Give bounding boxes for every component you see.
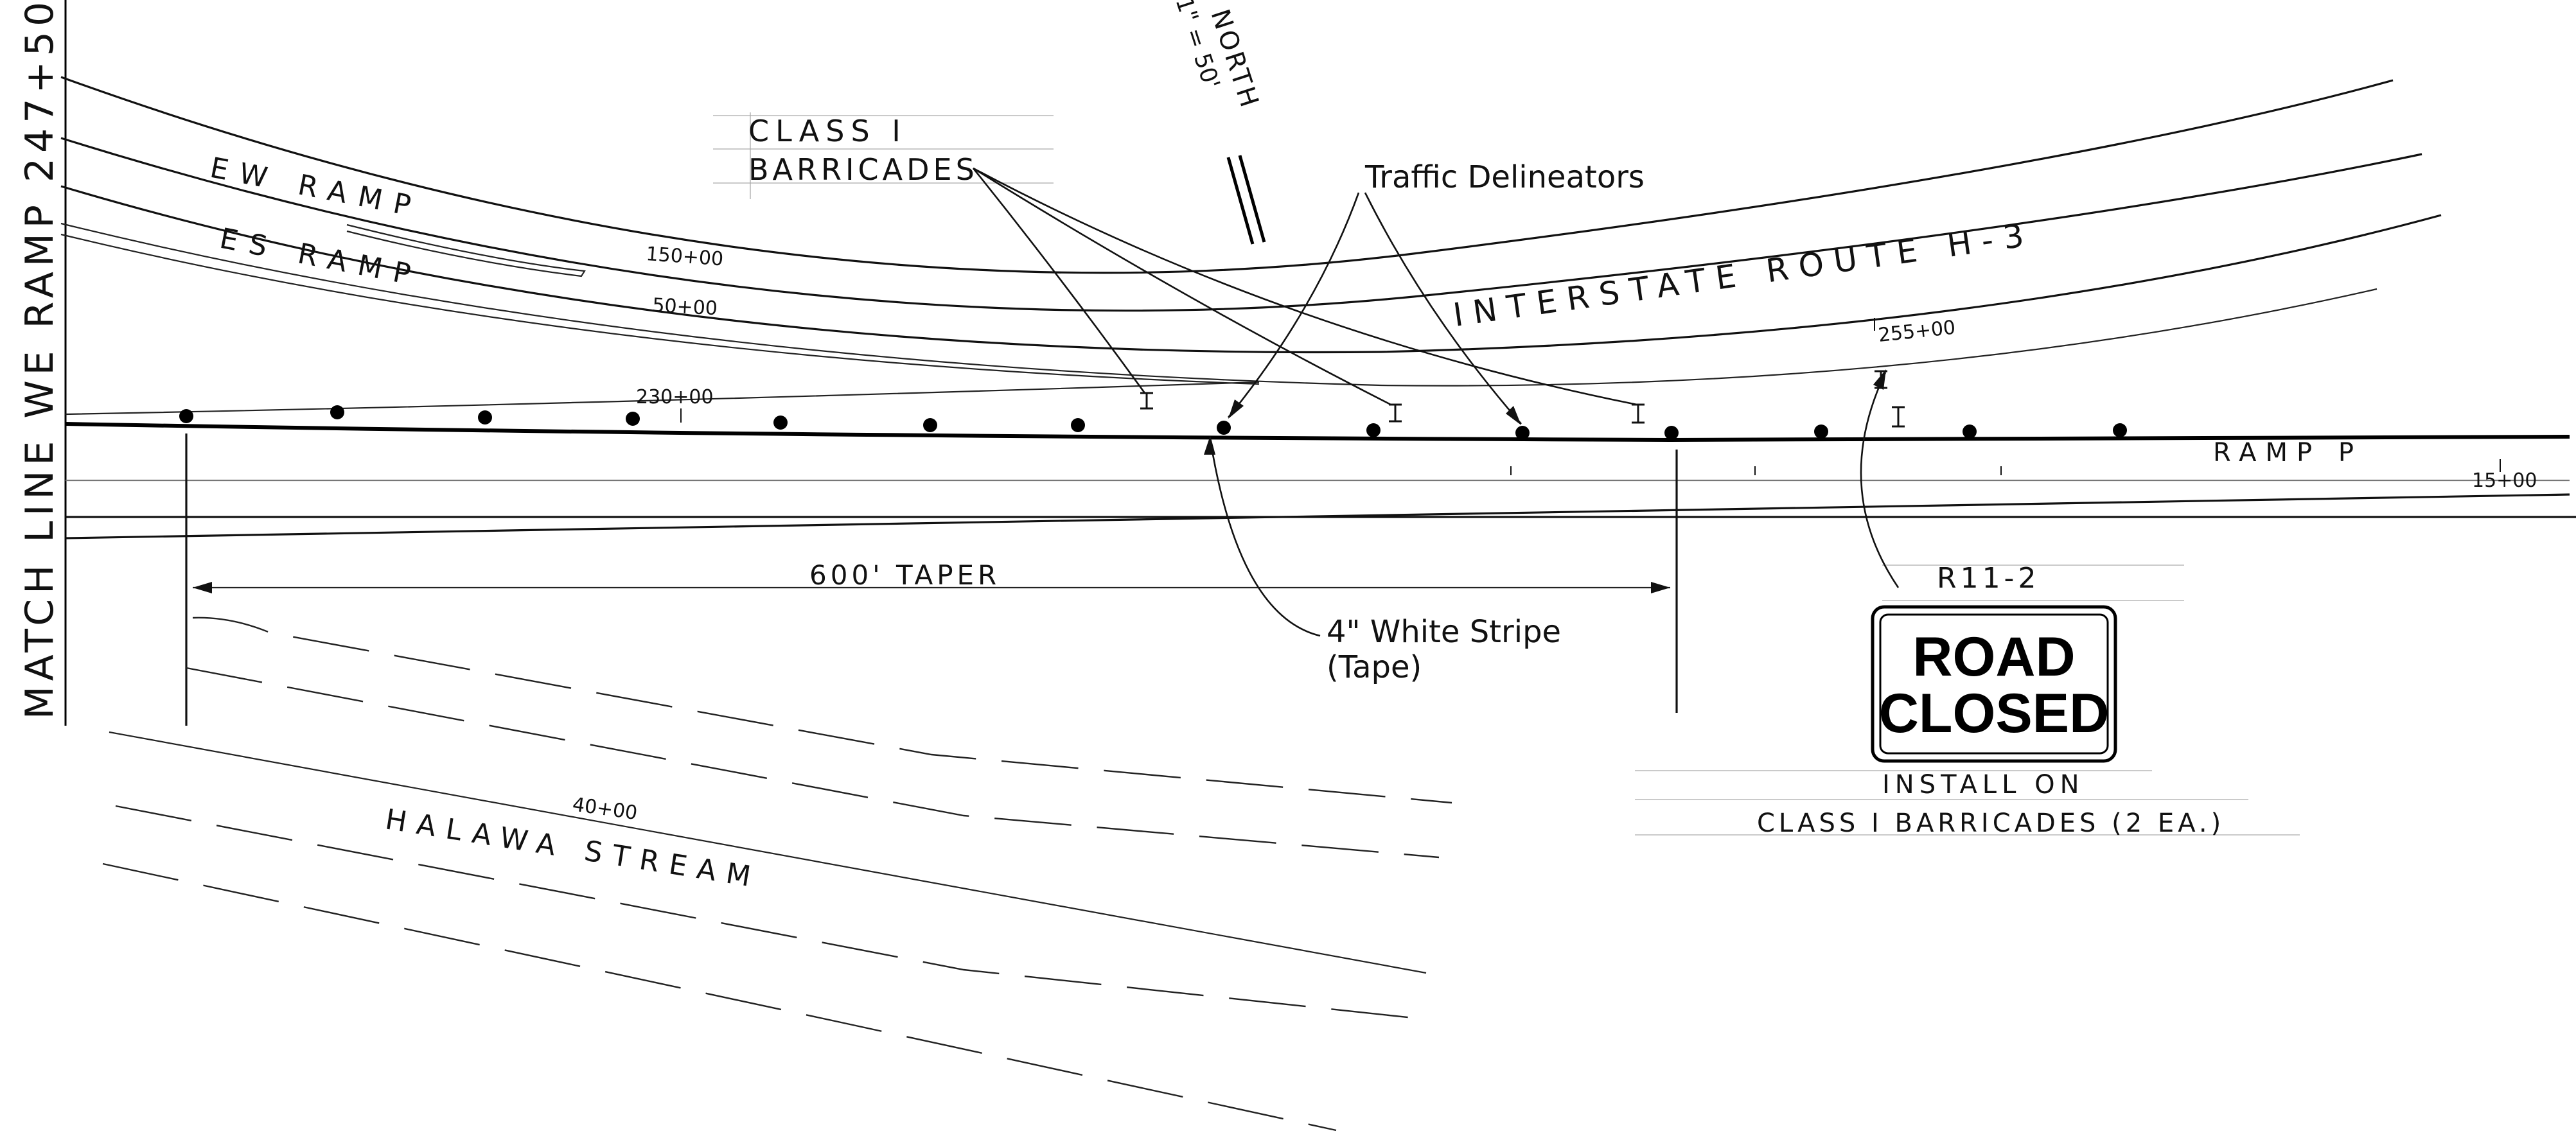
es-ramp-label: ES RAMP	[217, 222, 425, 293]
match-line-label: MATCH LINE WE RAMP 247+50	[17, 0, 62, 719]
interstate-h3-roadway	[60, 76, 2442, 387]
barricades-label-line2: BARRICADES	[748, 152, 978, 187]
install-label-line1: INSTALL ON	[1882, 770, 2085, 800]
delineators-label: Traffic Delineators	[1364, 159, 1645, 195]
barricades-leaders	[972, 167, 1637, 406]
halawa-stream-lines	[102, 617, 1452, 1132]
sign-code-label: R11-2	[1937, 562, 2040, 595]
white-stripe-leader	[1210, 442, 1321, 637]
station-40-label: 40+00	[571, 793, 639, 825]
barricades-label-line1: CLASS I	[748, 114, 907, 148]
white-stripe-label-line1: 4" White Stripe	[1327, 614, 1561, 650]
station-150-label: 150+00	[645, 243, 724, 270]
road-closed-line1: ROAD	[1912, 626, 2075, 688]
ew-ramp-gore	[346, 223, 586, 277]
install-label-line2: CLASS I BARRICADES (2 EA.)	[1757, 809, 2225, 838]
ew-ramp-label: EW RAMP	[207, 152, 425, 225]
station-15-label: 15+00	[2472, 469, 2537, 492]
interstate-route-label: INTERSTATE ROUTE H-3	[1451, 216, 2036, 334]
ramp-p-label: RAMP P	[2213, 438, 2363, 468]
sign-callout-guides	[1635, 565, 2300, 836]
station-255-label: 255+00	[1877, 317, 1957, 347]
sign-leader	[1860, 372, 1900, 588]
white-stripe-label-line2: (Tape)	[1327, 649, 1422, 685]
ramp-p-roadway	[65, 381, 2576, 539]
delineators-leaders	[1227, 192, 1522, 425]
station-50-label: 50+00	[652, 294, 718, 320]
north-arrow-icon	[1226, 155, 1266, 245]
road-closed-line2: CLOSED	[1879, 683, 2109, 744]
station-ticks	[680, 318, 2501, 475]
traffic-delineator-row	[179, 405, 2127, 440]
road-closed-sign-icon	[1871, 605, 2117, 763]
taper-dimension	[185, 433, 1678, 726]
taper-label: 600' TAPER	[809, 559, 1000, 591]
station-230-label: 230+00	[636, 386, 714, 408]
